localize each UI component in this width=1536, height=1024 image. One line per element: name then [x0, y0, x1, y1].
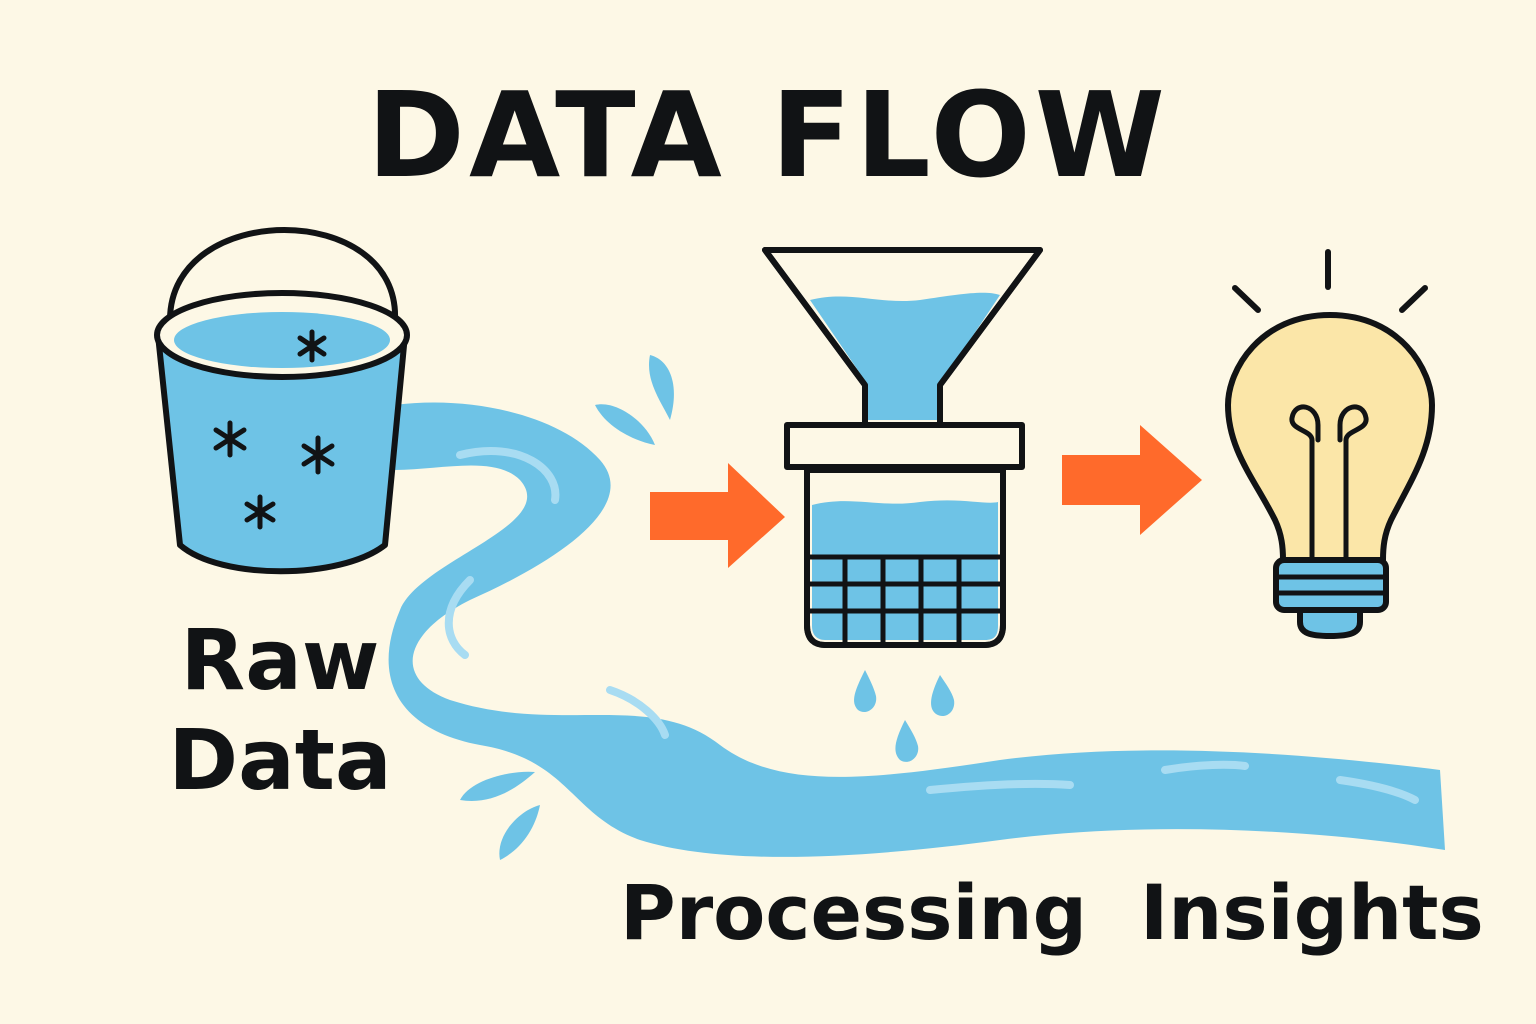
- lightbulb-icon: [1225, 249, 1435, 639]
- processing-label: Processing: [620, 868, 1088, 957]
- bucket-icon: [154, 227, 410, 575]
- arrow-right-icon: [1062, 425, 1202, 535]
- raw-data-label: Raw Data: [168, 611, 392, 809]
- splash-droplets: [460, 355, 955, 860]
- insights-label: Insights: [1140, 868, 1484, 957]
- page-title: DATA FLOW: [367, 66, 1169, 204]
- arrow-right-icon: [650, 463, 785, 568]
- funnel-filter-icon: [762, 247, 1043, 648]
- stream-icon: [388, 402, 1446, 857]
